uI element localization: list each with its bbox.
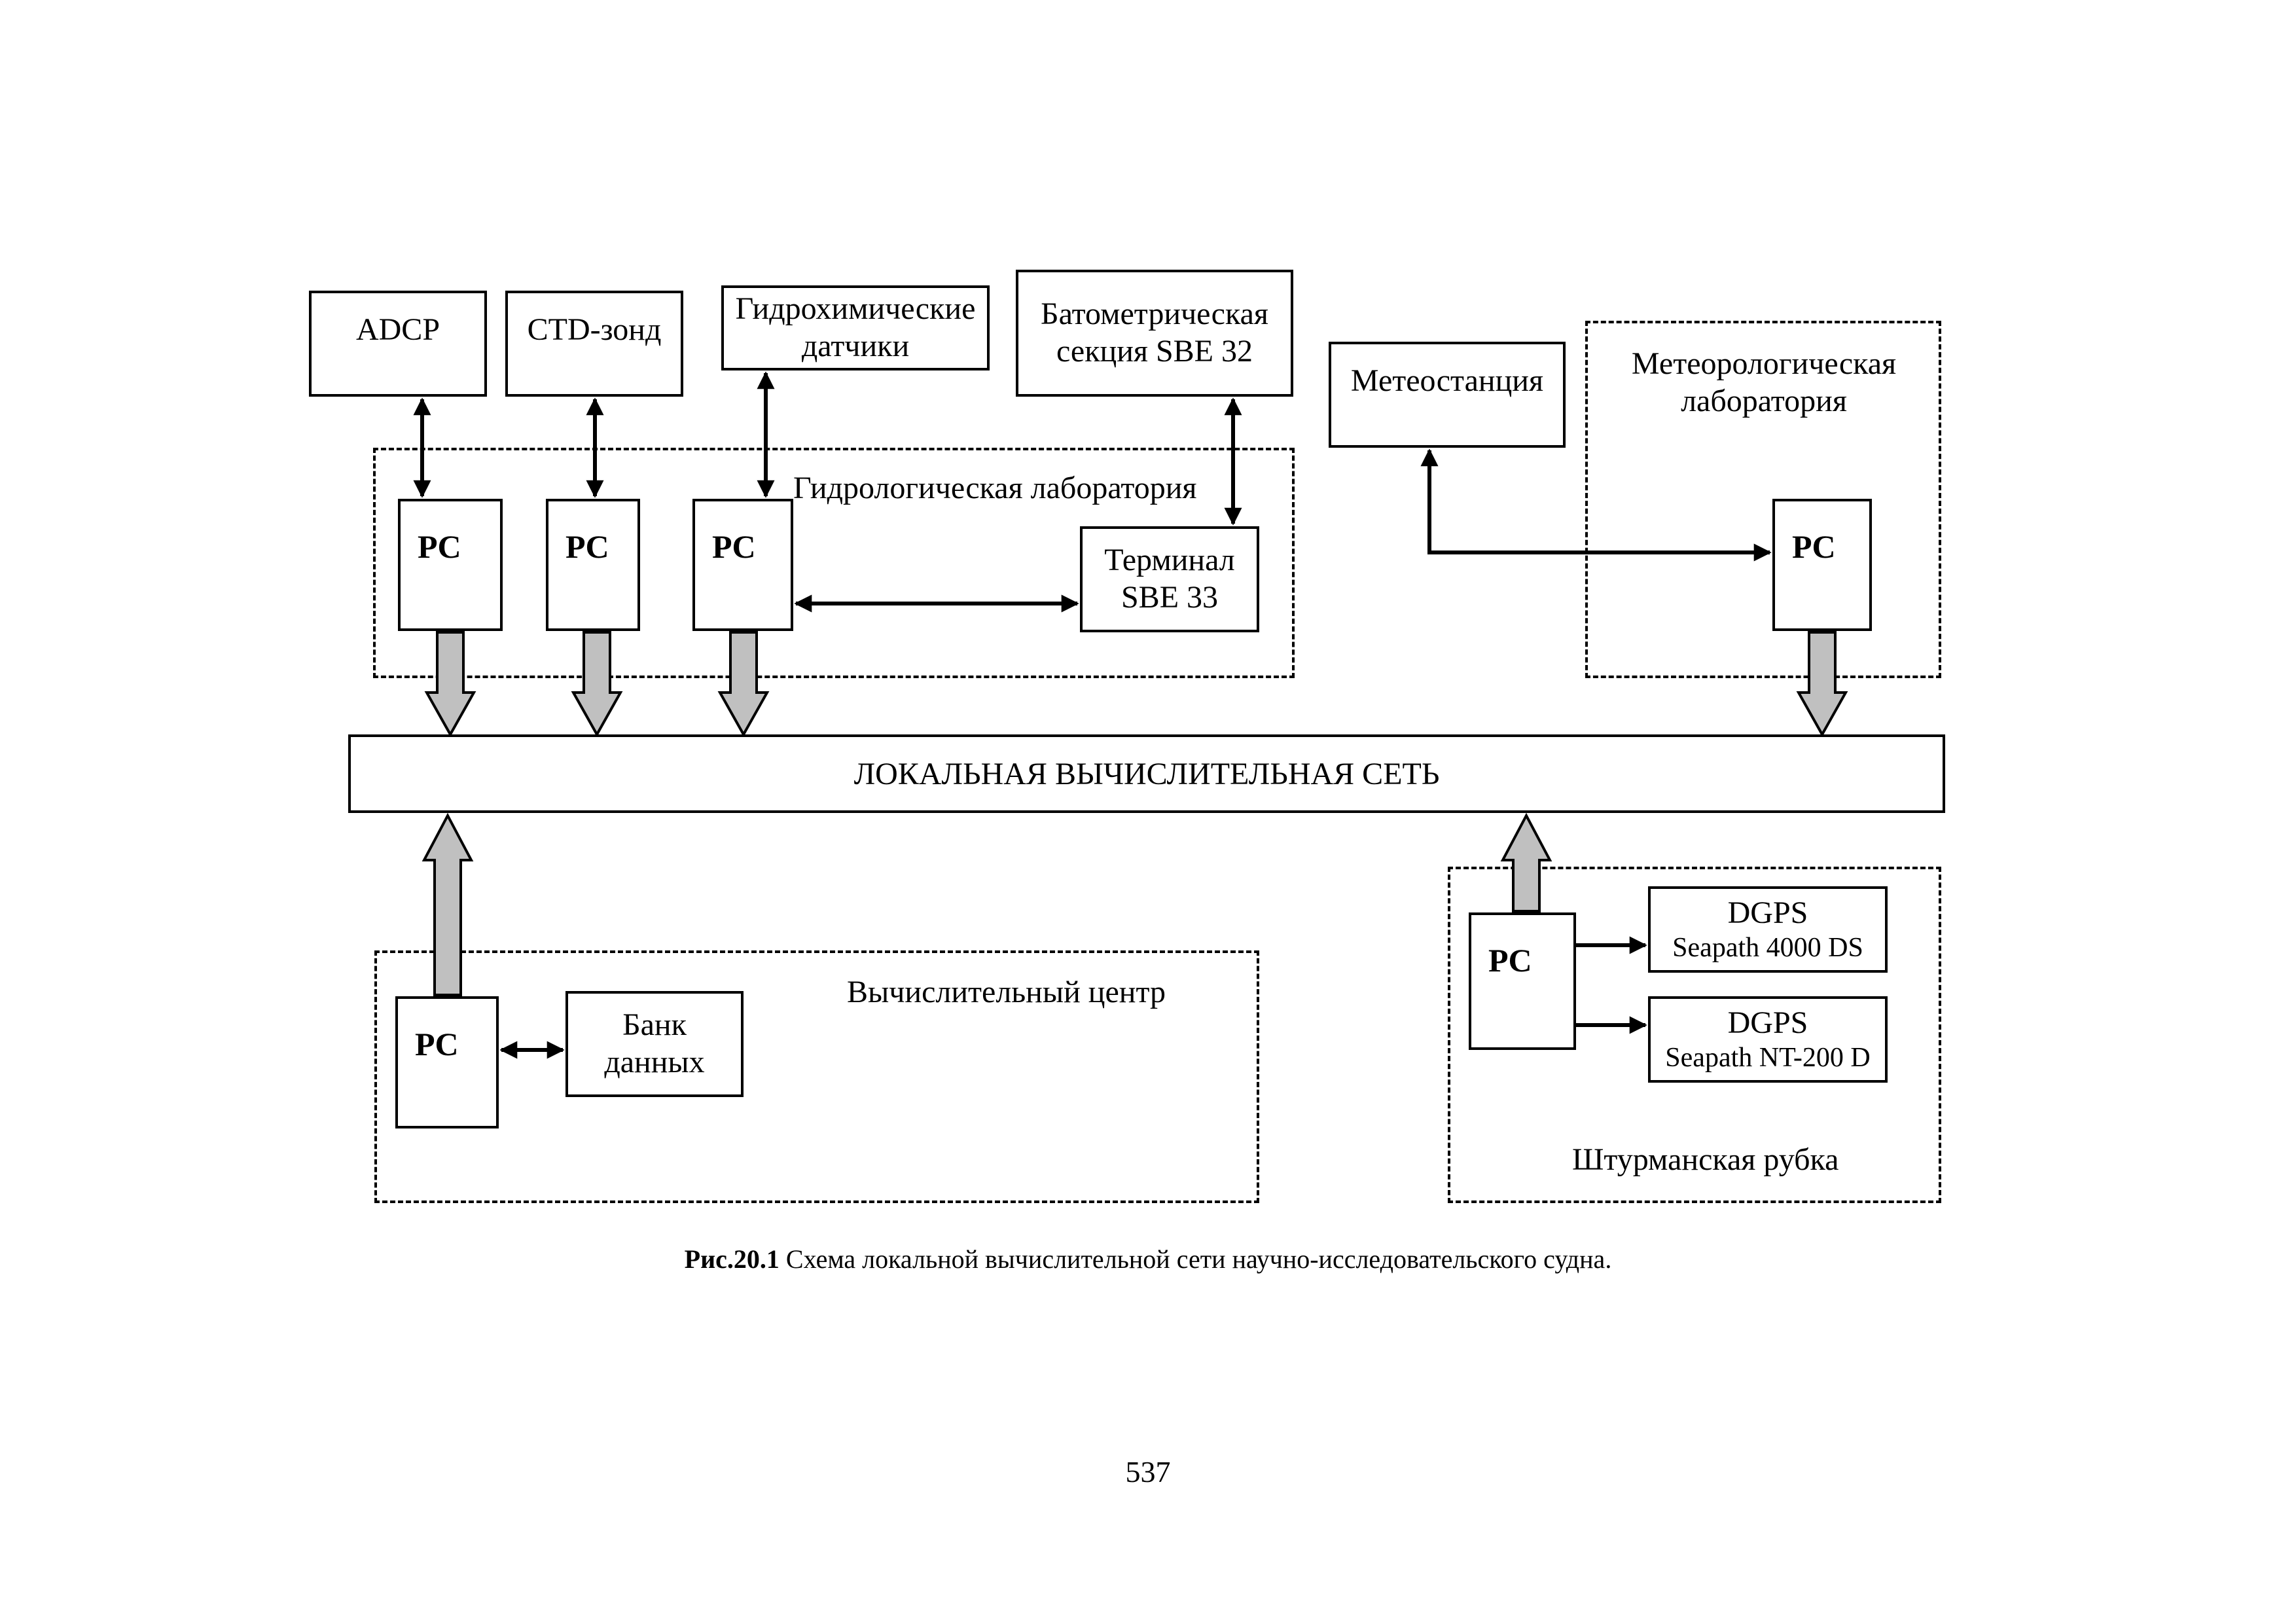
meteostation-label: Метеостанция — [1350, 363, 1544, 398]
ctd-probe-box: CTD-зонд — [505, 291, 683, 397]
databank-line2: данных — [604, 1045, 705, 1079]
pc-computing-center-label: PC — [415, 1026, 459, 1062]
dgps-seapath-nt200-box: DGPS Seapath NT-200 D — [1648, 996, 1888, 1083]
pc-meteo: PC — [1772, 499, 1872, 631]
databank-box: Банк данных — [565, 991, 744, 1097]
dgps-seapath-nt200-title: DGPS — [1727, 1005, 1808, 1040]
fat-arrow-pc-wheelhouse-to-lan — [1500, 812, 1552, 912]
zone-hydrological-lab — [373, 448, 1295, 678]
dgps-seapath-4000-title: DGPS — [1727, 895, 1808, 930]
bathometer-section-line2: секция SBE 32 — [1056, 334, 1253, 369]
pc-ctd: PC — [546, 499, 640, 631]
terminal-sbe33-box: Терминал SBE 33 — [1080, 526, 1259, 632]
pc-hydrochem: PC — [692, 499, 793, 631]
page-number: 537 — [1125, 1455, 1171, 1489]
zone-label-wheelhouse: Штурманская рубка — [1572, 1142, 1839, 1177]
dgps-seapath-4000-box: DGPS Seapath 4000 DS — [1648, 886, 1888, 973]
zone-label-computing-center: Вычислительный центр — [847, 975, 1166, 1009]
lan-label: ЛОКАЛЬНАЯ ВЫЧИСЛИТЕЛЬНАЯ СЕТЬ — [853, 756, 1440, 791]
terminal-sbe33-line1: Терминал — [1104, 543, 1235, 578]
bathometer-section-line1: Батометрическая — [1041, 297, 1268, 332]
fat-arrow-pc-meteo-to-lan — [1796, 631, 1848, 738]
pc-ctd-label: PC — [565, 528, 609, 565]
meteostation-box: Метеостанция — [1329, 342, 1566, 448]
pc-wheelhouse: PC — [1469, 912, 1576, 1050]
pc-wheelhouse-label: PC — [1488, 942, 1532, 979]
ctd-probe-label: CTD-зонд — [527, 312, 662, 347]
fat-arrow-pc-hydrochem-to-lan — [717, 631, 770, 738]
zone-label-meteorological-lab: Метеорологическая лаборатория — [1604, 346, 1924, 420]
zone-label-hydrological-lab: Гидрологическая лаборатория — [793, 471, 1197, 505]
zone-label-meteo-line1: Метеорологическая — [1631, 346, 1897, 381]
link-meteostation-pc — [1420, 448, 1772, 562]
hydrochemical-sensors-line2: датчики — [801, 329, 910, 363]
local-area-network-bus: ЛОКАЛЬНАЯ ВЫЧИСЛИТЕЛЬНАЯ СЕТЬ — [348, 734, 1945, 813]
zone-label-meteo-line2: лаборатория — [1681, 383, 1847, 418]
zone-computing-center — [374, 950, 1259, 1203]
fat-arrow-pc-computing-to-lan — [422, 812, 474, 996]
figure-caption-text: Схема локальной вычислительной сети науч… — [779, 1244, 1612, 1274]
hydrochemical-sensors-line1: Гидрохимические — [735, 291, 976, 327]
pc-adcp: PC — [398, 499, 503, 631]
bathometer-section-box: Батометрическая секция SBE 32 — [1016, 270, 1293, 397]
fat-arrow-pc-adcp-to-lan — [424, 631, 476, 738]
pc-adcp-label: PC — [418, 528, 461, 565]
figure-number: Рис.20.1 — [684, 1244, 780, 1274]
figure-caption: Рис.20.1 Схема локальной вычислительной … — [0, 1244, 2296, 1274]
adcp-box: ADCP — [309, 291, 487, 397]
databank-line1: Банк — [622, 1007, 687, 1043]
dgps-seapath-4000-model: Seapath 4000 DS — [1672, 932, 1863, 963]
pc-computing-center: PC — [395, 996, 499, 1128]
terminal-sbe33-line2: SBE 33 — [1121, 580, 1219, 615]
pc-meteo-label: PC — [1792, 528, 1836, 565]
fat-arrow-pc-ctd-to-lan — [571, 631, 623, 738]
dgps-seapath-nt200-model: Seapath NT-200 D — [1665, 1042, 1871, 1073]
zone-wheelhouse — [1448, 867, 1941, 1203]
adcp-label: ADCP — [355, 312, 440, 347]
hydrochemical-sensors-box: Гидрохимические датчики — [721, 285, 990, 370]
pc-hydrochem-label: PC — [712, 528, 756, 565]
